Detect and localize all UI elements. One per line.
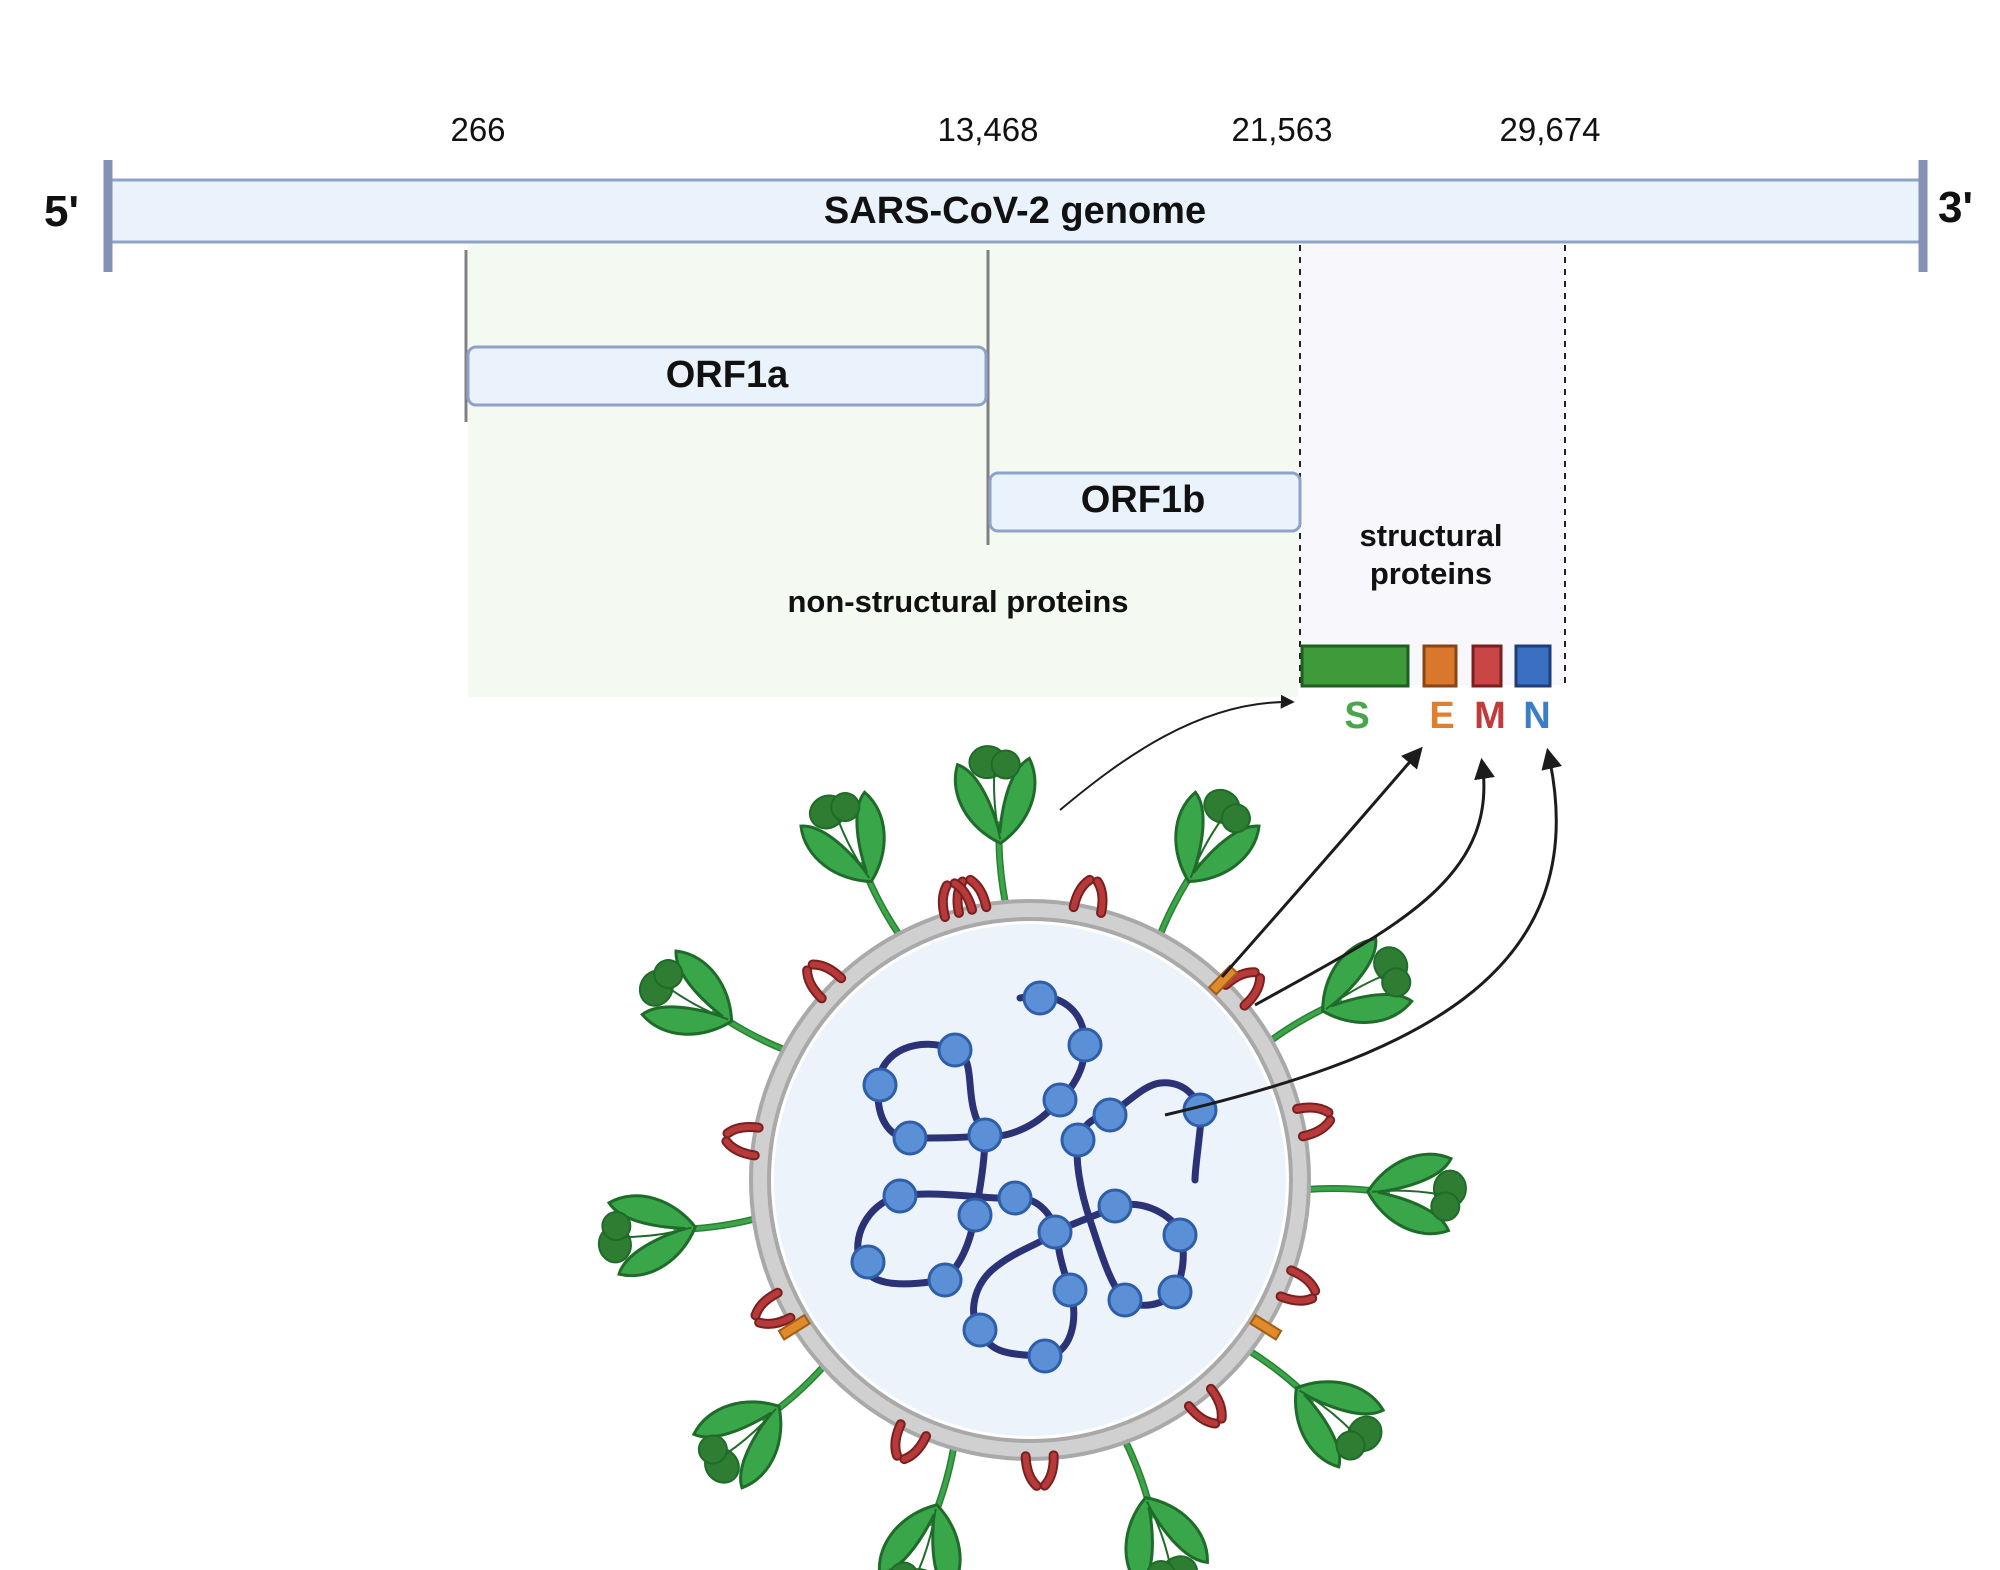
position-29674: 29,674 — [1500, 111, 1601, 148]
n-gene-block — [1514, 644, 1552, 688]
genome-bar — [106, 178, 1925, 244]
orf1a-label: ORF1a — [666, 354, 789, 396]
nucleocapsid-protein — [1022, 980, 1058, 1016]
structural-region — [1298, 245, 1566, 685]
nucleocapsid-protein — [882, 1178, 918, 1214]
nucleocapsid-protein — [1042, 1082, 1078, 1118]
arrow-membrane-to-m — [1254, 757, 1495, 1007]
nucleocapsid-protein — [1067, 1027, 1103, 1063]
s-protein-label: S — [1344, 695, 1369, 737]
nucleocapsid-protein — [1060, 1122, 1096, 1158]
nucleocapsid-protein — [962, 1312, 998, 1348]
three-prime-label: 3' — [1938, 183, 1973, 232]
virion — [593, 742, 1467, 1570]
structural-label-line2: proteins — [1370, 556, 1492, 591]
nucleocapsid-protein — [1037, 1214, 1073, 1250]
nucleocapsid-protein — [957, 1197, 993, 1233]
nucleocapsid-protein — [1107, 1282, 1143, 1318]
m-protein-label: M — [1474, 695, 1506, 737]
genome-title: SARS-CoV-2 genome — [824, 190, 1206, 232]
arrow-nucleocapsid-to-n — [1164, 747, 1562, 1117]
e-protein-label: E — [1429, 695, 1454, 737]
structural-label-line1: structural — [1360, 518, 1503, 553]
nucleocapsid-protein — [1052, 1272, 1088, 1308]
nucleocapsid-protein — [967, 1117, 1003, 1153]
nucleocapsid-protein — [937, 1032, 973, 1068]
s-gene-block — [1300, 644, 1410, 688]
m-gene-block — [1471, 644, 1503, 688]
five-prime-label: 5' — [44, 187, 79, 236]
n-protein-label: N — [1523, 695, 1550, 737]
position-13468: 13,468 — [938, 111, 1039, 148]
nucleocapsid-protein — [997, 1180, 1033, 1216]
orf1a-box — [466, 345, 988, 407]
e-gene-block — [1422, 644, 1458, 688]
spike-protein — [593, 1179, 763, 1280]
orf1b-label: ORF1b — [1081, 479, 1206, 521]
rna-strand — [854, 992, 1205, 1360]
nucleocapsid-protein — [1157, 1274, 1193, 1310]
non-structural-region — [468, 245, 1298, 697]
nucleocapsid-protein — [850, 1244, 886, 1280]
spike-protein — [1303, 1150, 1467, 1235]
position-21563: 21,563 — [1232, 111, 1333, 148]
nucleocapsid-protein — [1097, 1188, 1133, 1224]
virion-membrane-inner — [753, 903, 1307, 1457]
nucleocapsid-protein — [1162, 1217, 1198, 1253]
nucleocapsid-protein — [1027, 1338, 1063, 1374]
nucleocapsid-protein — [1092, 1097, 1128, 1133]
position-266: 266 — [450, 111, 505, 148]
nucleocapsid-proteins — [850, 980, 1218, 1374]
nucleocapsid-protein — [862, 1067, 898, 1103]
arrow-spike-to-s — [1059, 694, 1295, 811]
arrow-envelope-to-e — [1220, 746, 1423, 978]
non-structural-label: non-structural proteins — [787, 584, 1128, 619]
orf1b-box — [988, 471, 1302, 533]
nucleocapsid-protein — [892, 1120, 928, 1156]
nucleocapsid-protein — [927, 1262, 963, 1298]
